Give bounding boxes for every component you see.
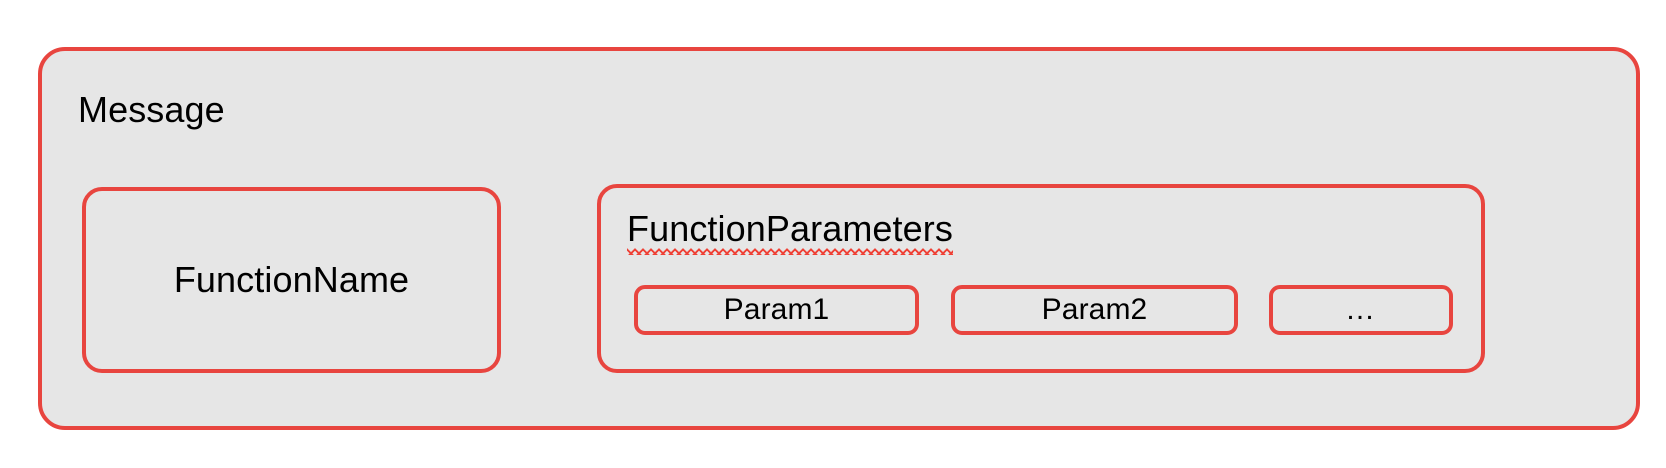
- function-parameters-box[interactable]: FunctionParameters Param1 Param2 …: [597, 184, 1485, 373]
- param-box-2[interactable]: Param2: [951, 285, 1238, 335]
- function-name-box[interactable]: FunctionName: [82, 187, 501, 373]
- param-label-ellipsis: …: [1345, 293, 1377, 326]
- function-parameters-label-text: FunctionParameters: [627, 208, 953, 255]
- message-box[interactable]: Message FunctionName FunctionParameters …: [38, 47, 1640, 430]
- function-name-label: FunctionName: [173, 259, 410, 300]
- param-label-1: Param1: [723, 293, 830, 326]
- function-parameters-box-label: FunctionParameters: [627, 208, 953, 255]
- param-box-1[interactable]: Param1: [634, 285, 919, 335]
- param-box-ellipsis[interactable]: …: [1269, 285, 1453, 335]
- param-label-2: Param2: [1041, 293, 1148, 326]
- message-box-label: Message: [78, 89, 225, 130]
